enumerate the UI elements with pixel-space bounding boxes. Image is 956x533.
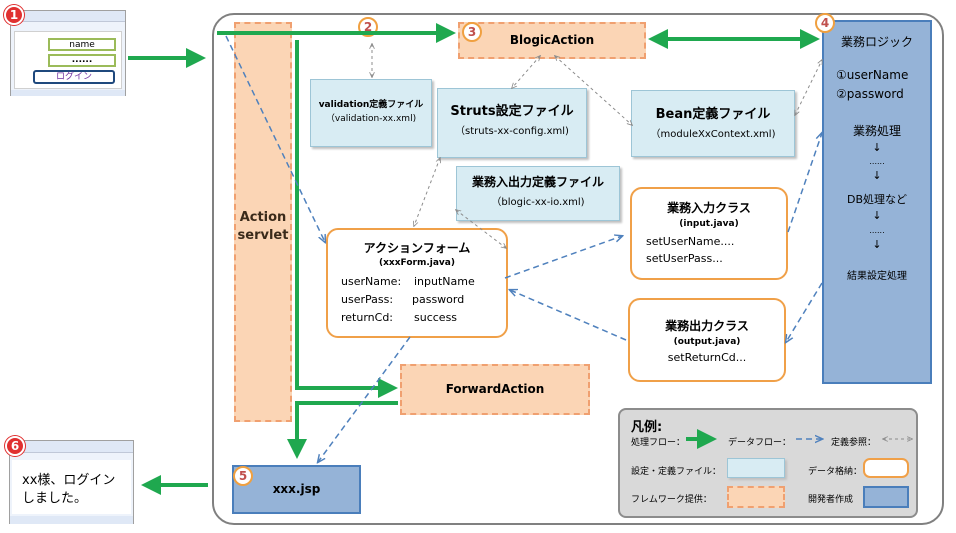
business-logic-param-2: ②password [836,87,904,101]
badge-6: 6 [5,436,25,456]
output-class-title: 業務出力クラス [665,319,749,333]
legend-data-swatch [863,458,909,478]
action-form-key-returncd: returnCd: [341,311,394,324]
action-form: アクションフォーム (xxxForm.java) userName: input… [326,228,508,338]
business-logic-param-1: ①userName [836,68,909,82]
result-screen: xx様、ログイン しました。 [9,440,134,524]
action-form-subtitle: (xxxForm.java) [379,258,455,268]
result-screen-statusbar [10,516,133,524]
legend: 凡例: 処理フロー： データフロー： 定義参照： 設定・定義ファイル： データ格… [618,408,918,518]
blogic-action-label: BlogicAction [509,33,595,47]
legend-config-file: 設定・定義ファイル： [631,467,722,477]
struts-file-title: Struts設定ファイル [450,104,574,119]
io-definition-file: 業務入出力定義ファイル （blogic-xx-io.xml) [456,166,620,221]
action-form-value-returncd: success [414,311,458,324]
validation-file-title: validation定義ファイル [318,100,424,110]
input-class-subtitle: (input.java) [679,219,739,229]
blogic-action: BlogicAction [458,22,646,59]
jsp-view: xxx.jsp [232,465,361,514]
login-button-label: ログイン [55,72,92,82]
business-logic-arrow-3: ↓ [872,209,882,222]
io-file-name: （blogic-xx-io.xml) [491,197,585,208]
login-button[interactable]: ログイン [33,70,115,84]
input-class-line-1: setUserName.... [646,235,735,248]
business-logic-result: 結果設定処理 [847,271,907,282]
password-field-value: ...... [71,55,93,65]
business-logic-arrow-4: ↓ [872,238,882,251]
business-logic-arrow-2: ↓ [872,169,882,182]
jsp-view-label: xxx.jsp [272,482,321,496]
name-field-value: name [69,40,95,50]
badge-2: 2 [358,17,378,37]
action-form-key-username: userName: [341,275,402,288]
legend-developer-swatch [863,486,909,508]
input-class-line-2: setUserPass... [646,252,723,265]
output-class-subtitle: (output.java) [673,337,741,347]
forward-action-label: ForwardAction [445,382,545,396]
bean-definition-file: Bean定義ファイル （moduleXxContext.xml) [631,90,795,157]
output-class-line-1: setReturnCd... [667,351,747,364]
bean-file-name: （moduleXxContext.xml) [650,129,776,140]
legend-developer: 開発者作成 [808,495,854,505]
result-screen-titlebar [10,441,133,453]
badge-1: 1 [4,5,24,25]
action-servlet: Action servlet [234,22,292,422]
login-screen-titlebar [11,11,125,22]
action-form-title: アクションフォーム [363,241,471,255]
legend-data-flow: データフロー： [728,438,792,448]
legend-title: 凡例: [631,420,663,435]
legend-config-swatch [727,458,785,478]
action-form-value-username: inputName [414,275,475,288]
struts-file-name: （struts-xx-config.xml) [455,126,569,137]
login-screen-statusbar [11,90,125,96]
result-message-line1: xx様、ログイン [22,473,116,488]
business-logic-db: DB処理など [846,193,908,206]
struts-config-file: Struts設定ファイル （struts-xx-config.xml) [437,88,587,158]
business-logic-title: 業務ロジック [840,35,913,49]
login-screen: name ...... ログイン [10,10,126,96]
input-class-title: 業務入力クラス [667,201,751,215]
legend-data-store: データ格納： [808,467,863,477]
business-input-class: 業務入力クラス (input.java) setUserName.... set… [630,187,788,280]
legend-def-ref: 定義参照： [831,438,877,448]
business-output-class: 業務出力クラス (output.java) setReturnCd... [628,298,786,382]
business-logic-dots-1: ...... [869,157,885,166]
action-form-key-userpass: userPass: [341,293,394,306]
action-form-value-userpass: password [412,293,465,306]
result-message-line2: しました。 [22,491,88,506]
business-logic-process: 業務処理 [852,124,901,138]
action-servlet-label-1: Action [239,210,287,225]
business-logic: 業務ロジック ①userName ②password 業務処理 ↓ ......… [822,20,932,384]
legend-process-flow: 処理フロー： [631,438,686,448]
action-servlet-label-2: servlet [237,228,289,243]
bean-file-title: Bean定義ファイル [655,107,771,122]
badge-4: 4 [815,13,835,33]
name-field[interactable]: name [48,38,116,51]
validation-definition-file: validation定義ファイル （validation-xx.xml) [310,79,432,147]
legend-framework-swatch [727,486,785,508]
validation-file-name: （validation-xx.xml) [325,114,417,124]
badge-5: 5 [233,466,253,486]
business-logic-dots-2: ...... [869,226,885,235]
result-screen-body [12,460,131,514]
io-file-title: 業務入出力定義ファイル [471,175,604,189]
forward-action: ForwardAction [400,364,590,415]
password-field[interactable]: ...... [48,54,116,67]
business-logic-arrow-1: ↓ [872,141,882,154]
legend-framework: フレムワーク提供： [631,495,712,505]
badge-3: 3 [462,22,482,42]
